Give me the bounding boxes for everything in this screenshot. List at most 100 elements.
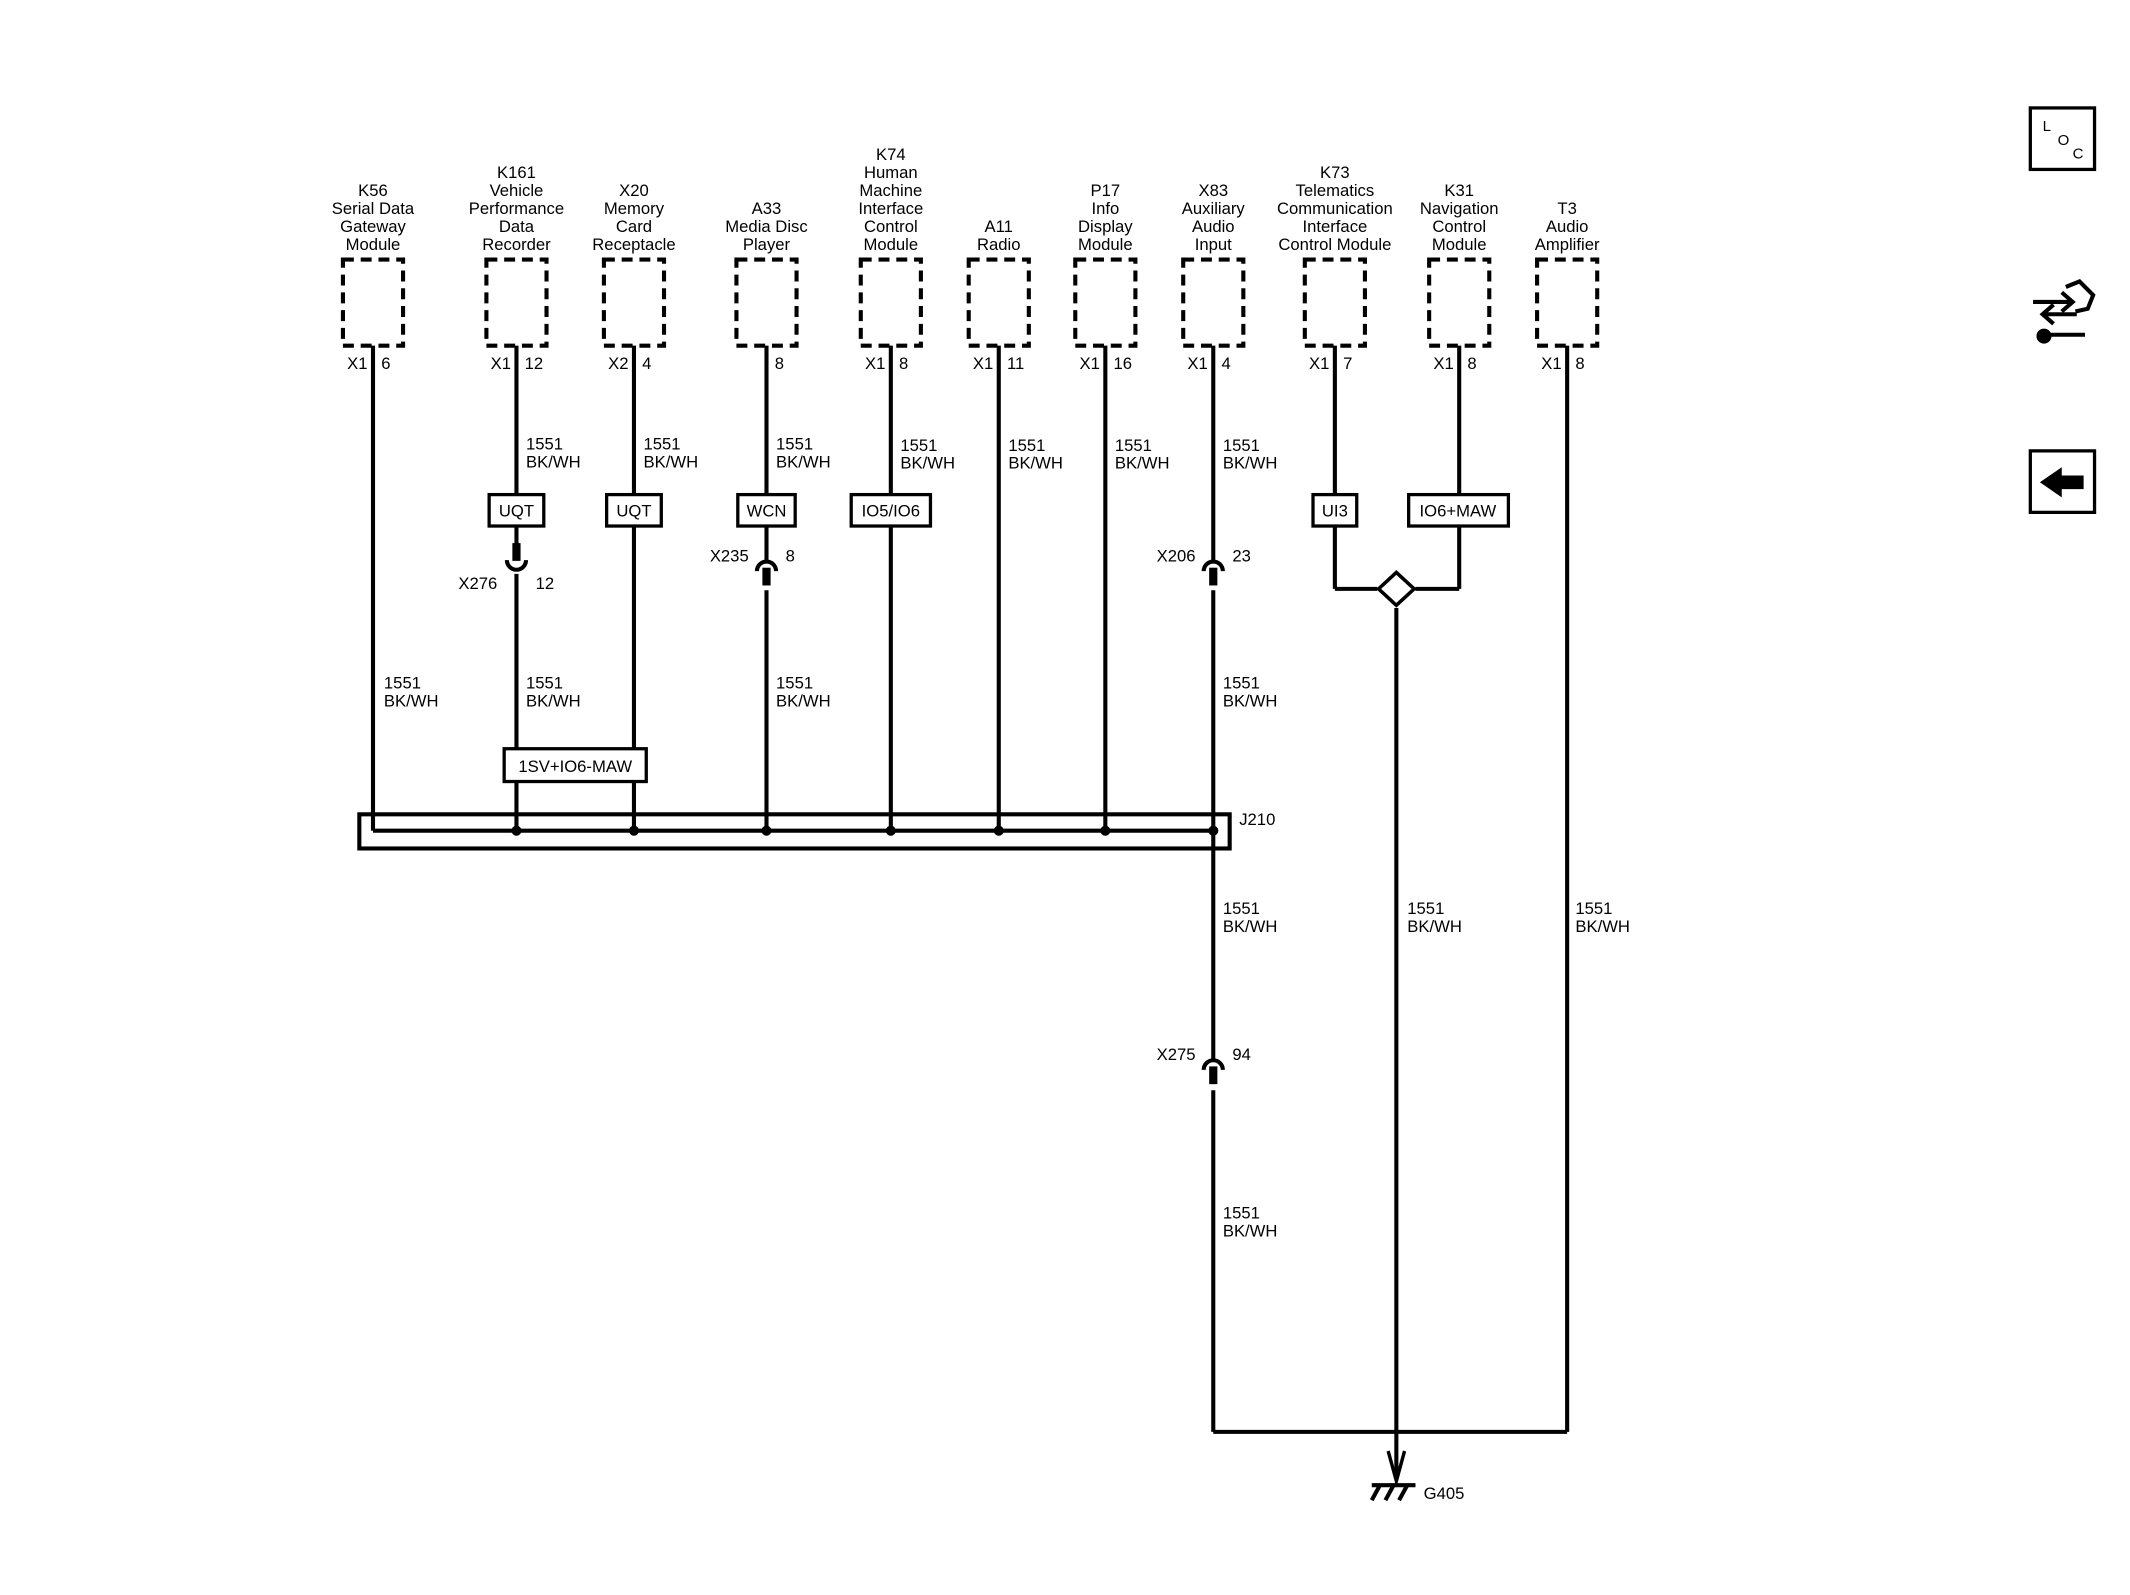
component-label-k56: Serial Data	[332, 199, 415, 218]
option-box-a33: WCN	[736, 492, 797, 528]
component-label-x20: Card	[616, 217, 652, 236]
ground-symbol	[1369, 1484, 1382, 1502]
component-label-p17: Module	[1078, 235, 1133, 254]
wire-label-color: BK/WH	[526, 691, 581, 710]
loc-letter: O	[2058, 132, 2070, 149]
back-button[interactable]	[2028, 449, 2097, 515]
option-box-k74: IO5/IO6	[849, 492, 933, 528]
x276-connector-label: X276	[458, 574, 497, 593]
inline-connector-x235	[762, 567, 771, 586]
component-label-t3: T3	[1557, 199, 1576, 218]
loc-button[interactable]: L O C	[2028, 106, 2097, 172]
component-label-k74: Module	[864, 235, 919, 254]
pin-label-a11: 11	[1007, 354, 1024, 373]
component-label-a11: Radio	[977, 235, 1021, 254]
option-code-a33: WCN	[747, 501, 787, 520]
component-label-k161: Performance	[469, 199, 564, 218]
component-label-x83: Input	[1195, 235, 1232, 254]
component-label-k74: Human	[864, 163, 918, 182]
component-label-k73: Control Module	[1278, 235, 1391, 254]
inline-connector-x206	[1209, 567, 1218, 586]
wire-label-color: BK/WH	[1223, 691, 1278, 710]
component-label-k161: Data	[499, 217, 535, 236]
component-label-k73: Telematics	[1296, 181, 1375, 200]
option-box-x20: UQT	[604, 492, 663, 528]
component-label-k31: Navigation	[1420, 199, 1499, 218]
module-box-x83	[1181, 257, 1246, 348]
connector-label-k74: X1	[865, 354, 885, 373]
component-label-k73: Interface	[1302, 217, 1367, 236]
splice-dot	[993, 825, 1004, 836]
module-box-p17	[1073, 257, 1138, 348]
connector-repair-icon	[2033, 279, 2096, 344]
wire-label-circuit: 1551	[1223, 899, 1260, 918]
component-label-k56: Module	[346, 235, 401, 254]
component-label-a33: Media Disc	[725, 217, 807, 236]
inline-connector-x235	[754, 559, 779, 572]
module-box-k73	[1302, 257, 1367, 348]
module-box-a33	[734, 257, 799, 348]
connector-repair-button[interactable]	[2033, 279, 2096, 344]
module-box-k161	[484, 257, 549, 348]
component-label-x83: Auxiliary	[1182, 199, 1246, 218]
splice-dot	[761, 825, 772, 836]
pin-label-k56: 6	[381, 354, 390, 373]
ground-symbol	[1383, 1484, 1396, 1502]
wire-label-color: BK/WH	[384, 691, 439, 710]
pin-label-x83: 4	[1221, 354, 1230, 373]
inline-connector-x276	[512, 543, 521, 561]
inline-connector-x275	[1201, 1058, 1225, 1071]
option-box-bus: 1SV+IO6-MAW	[502, 747, 648, 784]
component-label-k73: Communication	[1277, 199, 1393, 218]
wire-label-circuit: 1551	[1115, 436, 1152, 455]
ground-label: G405	[1424, 1484, 1465, 1503]
wire-label-circuit: 1551	[776, 435, 813, 454]
ground-symbol	[1397, 1484, 1410, 1502]
component-label-x20: Memory	[604, 199, 665, 218]
component-label-p17: P17	[1091, 181, 1121, 200]
wire-label-circuit: 1551	[776, 674, 813, 693]
component-label-k74: K74	[876, 145, 906, 164]
pin-label-k31: 8	[1467, 354, 1476, 373]
wire-label-circuit: 1551	[1575, 899, 1612, 918]
option-code-k161: UQT	[499, 501, 534, 520]
x235-pin-label: 8	[786, 547, 795, 566]
inline-connector-x276	[504, 559, 529, 572]
wire-label-color: BK/WH	[1223, 917, 1278, 936]
splice-dot	[1100, 825, 1111, 836]
splice-dot	[511, 825, 522, 836]
option-box-k73: UI3	[1311, 492, 1359, 528]
option-code-bus: 1SV+IO6-MAW	[518, 757, 632, 776]
inline-connector-x275	[1209, 1066, 1218, 1085]
wire-label-color: BK/WH	[644, 452, 699, 471]
component-label-k74: Control	[864, 217, 918, 236]
component-label-p17: Info	[1091, 199, 1119, 218]
component-label-x83: Audio	[1192, 217, 1235, 236]
wire-label-circuit: 1551	[1008, 436, 1045, 455]
x206-pin-label: 23	[1232, 547, 1251, 566]
component-label-k161: Vehicle	[490, 181, 544, 200]
connector-label-a11: X1	[973, 354, 993, 373]
component-label-x83: X83	[1198, 181, 1228, 200]
component-label-k73: K73	[1320, 163, 1350, 182]
connector-label-p17: X1	[1079, 354, 1099, 373]
inline-connector-x206	[1201, 559, 1225, 572]
wire-label-circuit: 1551	[900, 436, 937, 455]
wire-label-circuit: 1551	[644, 435, 681, 454]
component-label-k56: K56	[358, 181, 388, 200]
component-label-x20: X20	[619, 181, 649, 200]
module-box-k74	[858, 257, 923, 348]
module-box-k56	[340, 257, 406, 348]
junction-diamond	[1375, 570, 1417, 608]
splice-pack-label: J210	[1239, 810, 1275, 829]
component-label-k31: K31	[1444, 181, 1474, 200]
module-box-t3	[1535, 257, 1600, 348]
component-label-p17: Display	[1078, 217, 1133, 236]
wire-label-circuit: 1551	[384, 674, 421, 693]
pin-label-a33: 8	[775, 354, 784, 373]
wire-label-circuit: 1551	[1223, 674, 1260, 693]
wire-label-circuit: 1551	[1407, 899, 1444, 918]
wire-label-circuit: 1551	[1223, 1204, 1260, 1223]
splice-dot	[885, 825, 896, 836]
